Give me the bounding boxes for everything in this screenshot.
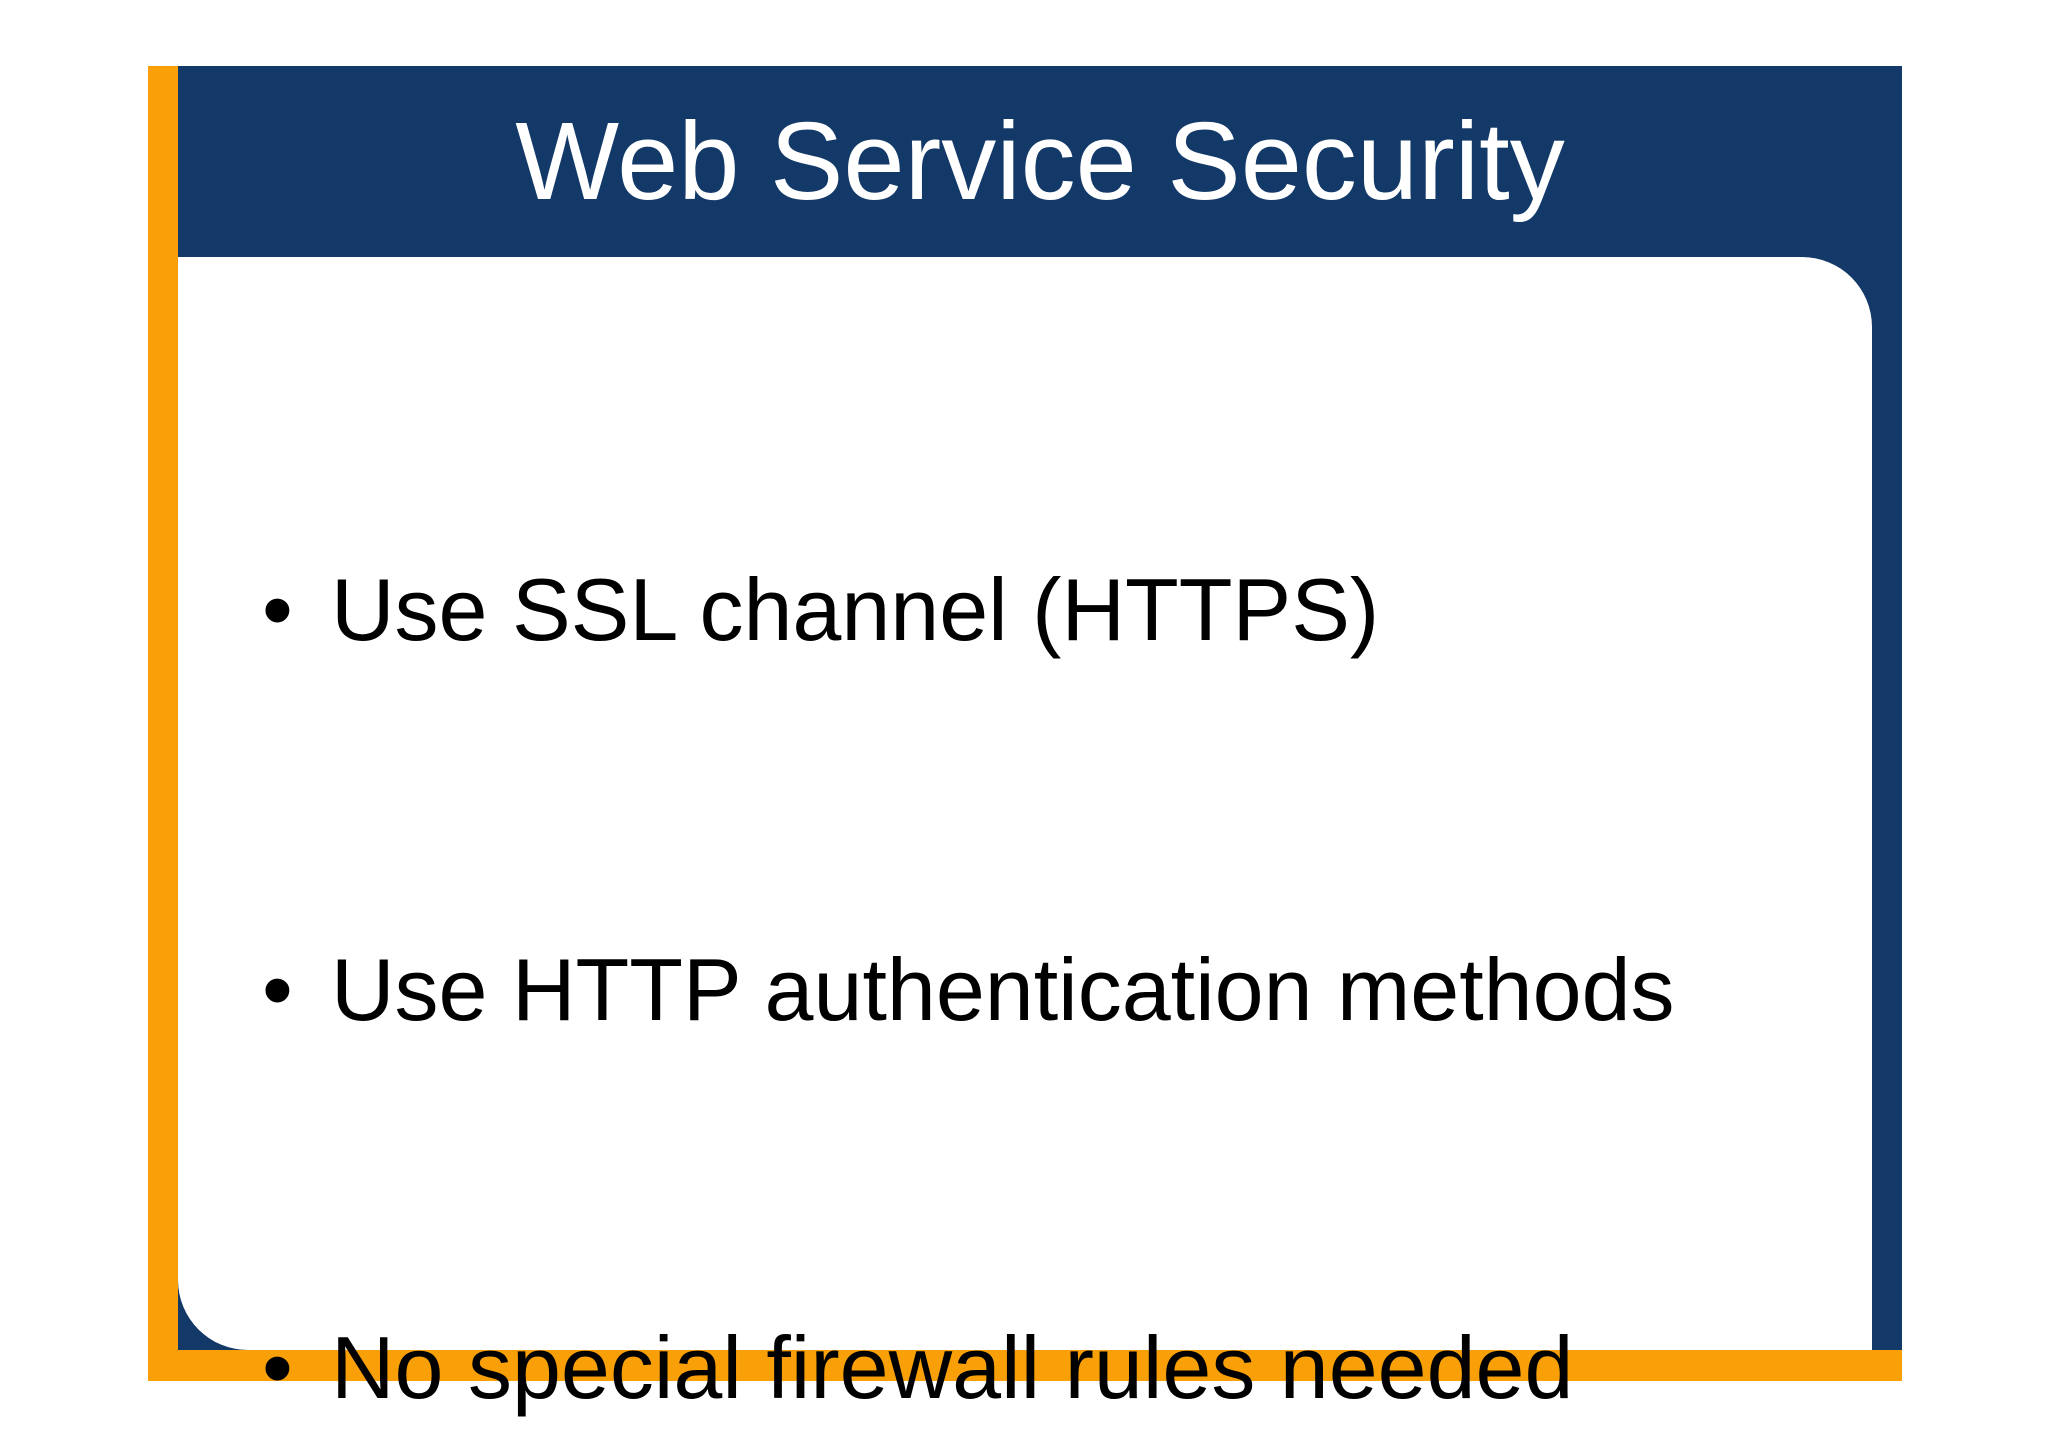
bullet-text: Use SSL channel (HTTPS)	[331, 560, 1380, 659]
slide-header: Web Service Security	[178, 66, 1902, 257]
left-accent-bar	[148, 66, 178, 1381]
bullet-dot-icon: •	[262, 560, 293, 659]
bullet-item: • Use SSL channel (HTTPS)	[262, 557, 1832, 663]
bullet-list: • Use SSL channel (HTTPS) • Use HTTP aut…	[178, 257, 1872, 1417]
content-panel: • Use SSL channel (HTTPS) • Use HTTP aut…	[178, 257, 1872, 1417]
bullet-text: No special firewall rules needed	[331, 1318, 1574, 1417]
page-title: Web Service Security	[515, 100, 1565, 223]
bullet-item: • Use HTTP authentication methods	[262, 937, 1832, 1043]
bullet-item: • No special firewall rules needed	[262, 1315, 1832, 1421]
bullet-text: Use HTTP authentication methods	[331, 940, 1675, 1039]
bullet-dot-icon: •	[262, 1318, 293, 1417]
bullet-dot-icon: •	[262, 940, 293, 1039]
bottom-accent-bar	[148, 1350, 1902, 1381]
